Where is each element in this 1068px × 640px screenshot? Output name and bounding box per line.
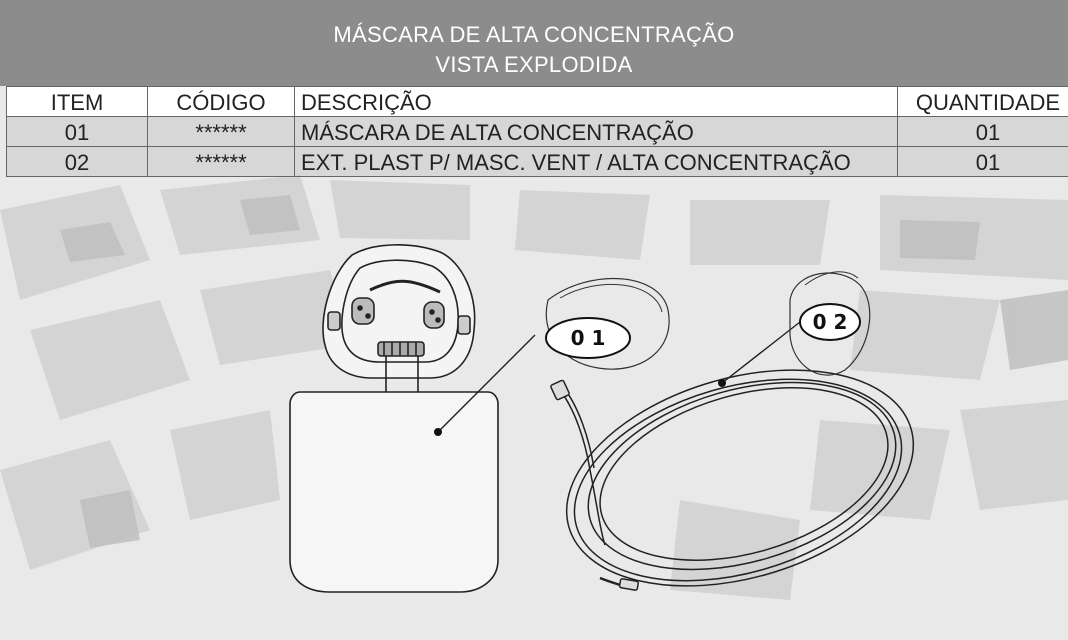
column-header-item: ITEM bbox=[6, 86, 148, 117]
table-header-row: ITEM CÓDIGO DESCRIÇÃO QUANTIDADE bbox=[6, 86, 1068, 117]
cell-codigo: ****** bbox=[147, 146, 295, 177]
page-title: MÁSCARA DE ALTA CONCENTRAÇÃO bbox=[333, 22, 735, 47]
cell-item: 01 bbox=[6, 116, 148, 147]
callout-label-02: 0 2 bbox=[813, 310, 848, 334]
callout-02: 0 2 bbox=[718, 271, 871, 387]
mask-drawing bbox=[289, 244, 499, 593]
cell-quantidade: 01 bbox=[897, 146, 1068, 177]
title-bar: MÁSCARA DE ALTA CONCENTRAÇÃO VISTA EXPLO… bbox=[0, 0, 1068, 86]
cell-item: 02 bbox=[6, 146, 148, 177]
parts-table: ITEM CÓDIGO DESCRIÇÃO QUANTIDADE 01 ****… bbox=[6, 86, 1068, 177]
page-subtitle: VISTA EXPLODIDA bbox=[435, 52, 633, 77]
table-row: 02 ****** EXT. PLAST P/ MASC. VENT / ALT… bbox=[6, 146, 1068, 177]
tubing-drawing bbox=[550, 369, 915, 591]
cell-descricao: EXT. PLAST P/ MASC. VENT / ALTA CONCENTR… bbox=[294, 146, 898, 177]
column-header-codigo: CÓDIGO bbox=[147, 86, 295, 117]
callout-label-01: 0 1 bbox=[571, 326, 606, 350]
cell-descricao: MÁSCARA DE ALTA CONCENTRAÇÃO bbox=[294, 116, 898, 147]
cell-codigo: ****** bbox=[147, 116, 295, 147]
callout-01: 0 1 bbox=[434, 277, 670, 436]
column-header-quantidade: QUANTIDADE bbox=[897, 86, 1068, 117]
